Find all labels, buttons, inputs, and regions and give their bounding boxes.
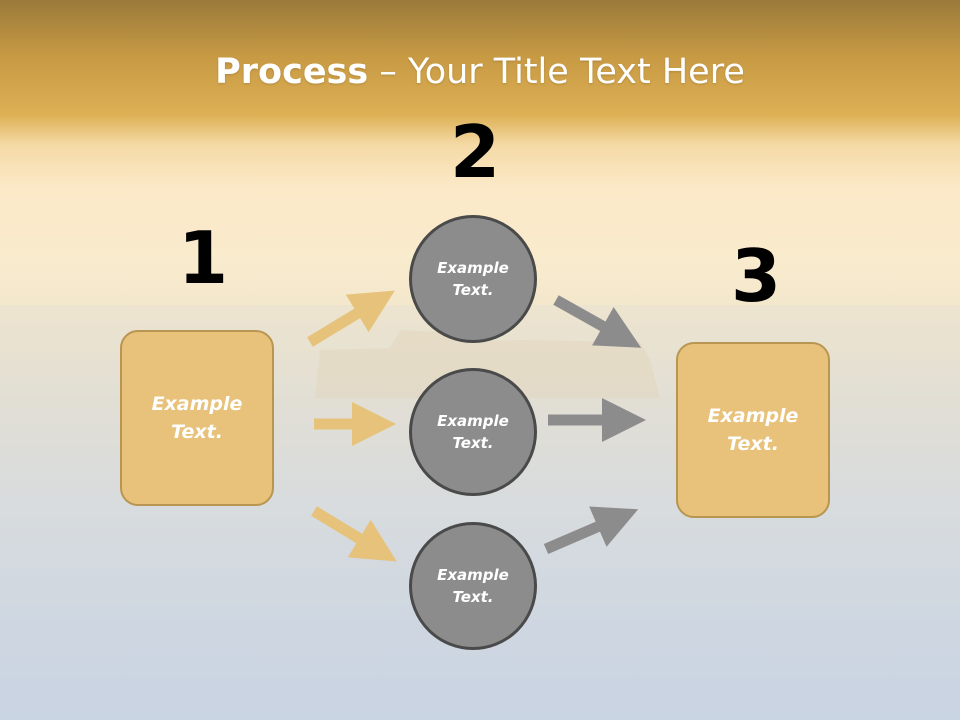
ship-silhouette [315, 330, 660, 398]
step-box-left-text: Example Text. [151, 392, 243, 444]
step-circle-middle: Example Text. [409, 368, 537, 496]
step-box-right: Example Text. [676, 342, 830, 518]
step-circle-middle-text: Example Text. [437, 411, 509, 453]
arrow-bottom-to-right [543, 506, 639, 555]
step-box-right-text: Example Text. [707, 404, 799, 456]
step-box-left: Example Text. [120, 330, 274, 506]
slide-title: Process – Your Title Text Here [0, 52, 960, 92]
title-bold: Process [215, 52, 369, 92]
step-number-3: 3 [731, 234, 782, 318]
step-circle-top: Example Text. [409, 215, 537, 343]
step-circle-top-text: Example Text. [437, 258, 509, 300]
step-circle-bottom: Example Text. [409, 522, 537, 650]
step-circle-bottom-text: Example Text. [437, 565, 509, 607]
title-rest: – Your Title Text Here [368, 52, 745, 92]
step-number-2: 2 [450, 110, 501, 194]
arrow-left-to-bottom [311, 506, 397, 562]
arrow-top-to-right [553, 295, 642, 348]
step-number-1: 1 [178, 216, 229, 300]
arrow-left-to-top [307, 290, 395, 347]
